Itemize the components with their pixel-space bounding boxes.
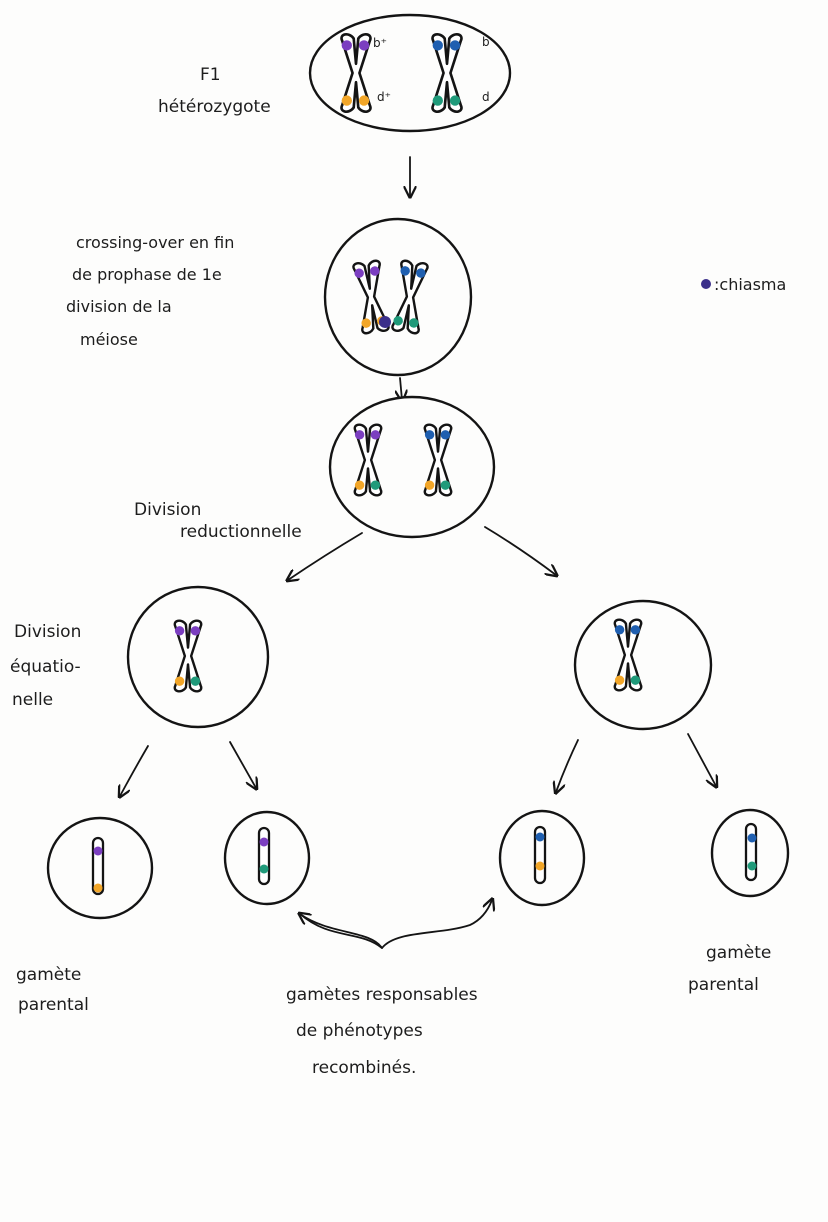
allele-d-dot	[449, 95, 461, 106]
division-equationnelle-line2: équatio-	[10, 657, 81, 677]
bracket-to-recombined-left	[300, 914, 383, 949]
allele-d-plus-dot	[358, 95, 370, 106]
division-equationnelle-line3: nelle	[12, 690, 53, 710]
allele-orange-dot	[535, 861, 545, 871]
allele-orange-dot	[614, 675, 625, 685]
crossing-label-line4: méiose	[80, 330, 138, 349]
division-reductionnelle-line1: Division	[134, 500, 201, 520]
allele-green-dot	[370, 480, 381, 490]
arrow-down-left	[288, 532, 363, 580]
chromosome-daughter-left	[173, 619, 203, 693]
allele-green-dot	[630, 675, 641, 685]
chiasma-dot	[379, 316, 391, 328]
chromosome-parental-2	[431, 33, 463, 113]
crossing-label-line2: de prophase de 1e	[72, 265, 222, 284]
allele-orange-dot	[93, 883, 103, 893]
allele-green-dot	[393, 316, 403, 326]
crossing-label-line1: crossing-over en fin	[76, 233, 234, 252]
chromosome-recombined-2	[423, 423, 453, 497]
allele-b-dot	[449, 40, 461, 51]
cell-membrane	[328, 395, 496, 539]
allele-blue-dot	[614, 625, 625, 635]
gamete-recombined-right	[498, 809, 586, 907]
arrow-down-right	[687, 733, 716, 786]
cell-membrane	[573, 599, 713, 731]
allele-label-d: d	[482, 90, 490, 104]
arrow-down-left	[556, 739, 579, 792]
gamete-right-label-line1: gamète	[706, 943, 771, 963]
allele-purple-dot	[354, 430, 365, 440]
cell-recombined-pair	[328, 395, 496, 539]
recombined-label-line3: recombinés.	[312, 1058, 416, 1078]
allele-orange-dot	[361, 318, 371, 328]
gamete-recombined-left	[223, 810, 311, 906]
allele-blue-dot	[630, 625, 641, 635]
allele-green-dot	[409, 318, 419, 328]
allele-purple-dot	[174, 626, 185, 636]
allele-b-plus-dot	[358, 40, 370, 51]
cell-daughter-right	[573, 599, 713, 731]
allele-blue-dot	[400, 266, 410, 276]
arrow-down-right	[484, 526, 556, 575]
allele-blue-dot	[535, 832, 545, 842]
chromosome-crossing-2	[390, 258, 430, 336]
allele-purple-dot	[370, 430, 381, 440]
f1-label: F1	[200, 65, 221, 85]
allele-purple-dot	[190, 626, 201, 636]
gamete-parental-left	[46, 816, 154, 920]
allele-purple-dot	[259, 837, 269, 847]
recombined-label-line1: gamètes responsables	[286, 985, 478, 1005]
gamete-parental-right	[710, 808, 790, 898]
allele-d-dot	[432, 95, 443, 106]
cell-membrane	[126, 585, 270, 729]
allele-purple-dot	[354, 268, 364, 278]
recombined-label-line2: de phénotypes	[296, 1021, 423, 1041]
cell-membrane	[308, 13, 512, 133]
crossing-label-line3: division de la	[66, 297, 172, 316]
allele-blue-dot	[424, 430, 435, 440]
chromosome-parental-1	[340, 33, 372, 113]
allele-green-dot	[747, 861, 757, 871]
allele-orange-dot	[354, 480, 365, 490]
arrow-down-right	[229, 741, 256, 788]
allele-green-dot	[190, 676, 201, 686]
allele-b-plus-dot	[341, 40, 352, 51]
cell-daughter-left	[126, 585, 270, 729]
division-reductionnelle-line2: reductionnelle	[180, 522, 302, 542]
cell-membrane	[323, 217, 473, 377]
allele-label-b: b	[482, 35, 490, 49]
chromosome-recombined-1	[353, 423, 383, 497]
division-equationnelle-line1: Division	[14, 622, 81, 642]
allele-purple-dot	[370, 266, 380, 276]
bracket-to-recombined-right	[299, 900, 492, 949]
gamete-left-label-line2: parental	[18, 995, 89, 1015]
allele-b-dot	[432, 40, 443, 51]
allele-d-plus-dot	[341, 95, 352, 106]
allele-green-dot	[440, 480, 451, 490]
allele-blue-dot	[416, 268, 426, 278]
allele-purple-dot	[93, 846, 103, 856]
cell-crossing-over	[323, 217, 473, 377]
gamete-left-label-line1: gamète	[16, 965, 81, 985]
allele-orange-dot	[174, 676, 185, 686]
allele-label-d-plus: d⁺	[377, 90, 391, 104]
legend-chiasma-label: :chiasma	[714, 275, 786, 294]
allele-green-dot	[259, 864, 269, 874]
cell-f1-heterozygote: b⁺ d⁺ b d	[308, 13, 512, 133]
allele-label-b-plus: b⁺	[373, 36, 387, 50]
legend-chiasma-dot	[701, 279, 711, 289]
allele-blue-dot	[440, 430, 451, 440]
chromosome-daughter-right	[613, 618, 643, 692]
heterozygote-label: hétérozygote	[158, 97, 271, 117]
arrow-down-left	[120, 745, 149, 796]
allele-blue-dot	[747, 833, 757, 843]
gamete-right-label-line2: parental	[688, 975, 759, 995]
allele-orange-dot	[424, 480, 435, 490]
